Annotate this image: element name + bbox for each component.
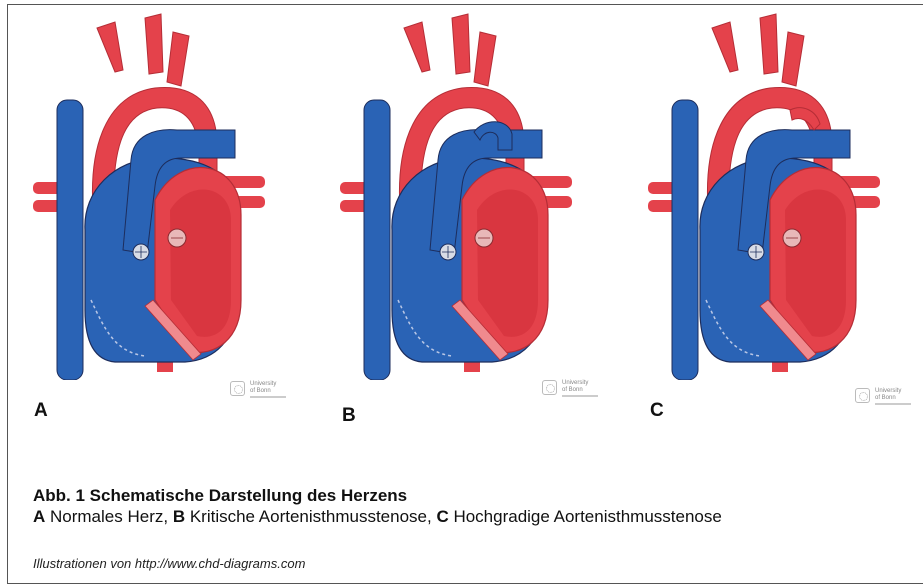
university-seal-icon	[855, 388, 870, 403]
logo-line-1: University	[562, 380, 588, 386]
logo-line-1: University	[875, 388, 901, 394]
legend-key-a: A	[33, 507, 45, 526]
figure-caption-title: Abb. 1 Schematische Darstellung des Herz…	[33, 486, 407, 506]
heart-illustration-critical-coarctation	[312, 0, 612, 380]
heart-illustration-high-grade-coarctation	[620, 0, 920, 380]
logo-line-2: of Bonn	[875, 395, 896, 401]
logo-line-2: of Bonn	[250, 388, 271, 394]
heart-illustration-normal	[5, 0, 305, 380]
legend-key-b: B	[173, 507, 185, 526]
panel-label-c: C	[650, 400, 664, 422]
logo-line-2: of Bonn	[562, 387, 583, 393]
university-seal-icon	[542, 380, 557, 395]
university-seal-icon	[230, 381, 245, 396]
panel-a: University of Bonn A	[5, 0, 305, 380]
logo-line-1: University	[250, 381, 276, 387]
panel-label-a: A	[34, 400, 48, 422]
panel-label-b: B	[342, 405, 356, 427]
legend-text-b: Kritische Aortenisthmusstenose,	[185, 507, 436, 526]
legend-key-c: C	[436, 507, 448, 526]
illustration-credit: Illustrationen von http://www.chd-diagra…	[33, 556, 305, 571]
legend-text-a: Normales Herz,	[45, 507, 173, 526]
figure-caption-legend: A Normales Herz, B Kritische Aortenisthm…	[33, 507, 722, 527]
panel-c: University of Bonn C	[620, 0, 920, 380]
panel-b: University of Bonn B	[312, 0, 612, 380]
legend-text-c: Hochgradige Aortenisthmusstenose	[449, 507, 722, 526]
